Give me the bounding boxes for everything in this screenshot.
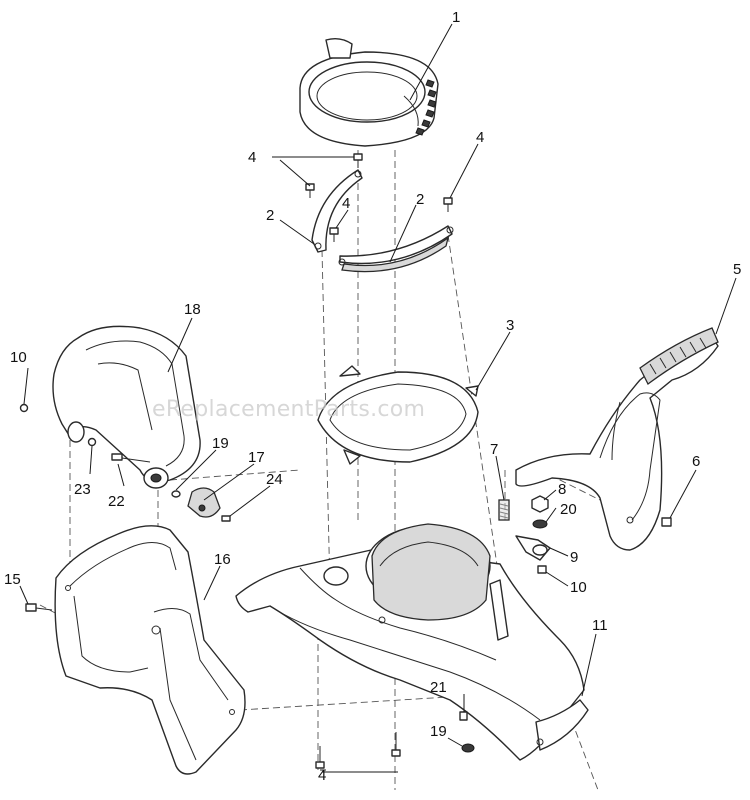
bolt-icon [111,453,151,463]
callout-labels: 1 4 4 2 4 2 3 5 6 7 8 20 9 10 11 10 18 2… [4,9,741,784]
callout-24: 24 [266,471,283,488]
part-11-housing [235,523,589,761]
part-4-screws [305,153,453,769]
callout-16: 16 [214,551,231,568]
callout-23: 23 [74,481,91,498]
callout-15: 15 [4,571,21,588]
deflector-hardware [19,403,231,522]
screw-icon [459,711,468,721]
callout-9: 9 [570,549,578,566]
callout-4-bottom: 4 [318,767,326,784]
screw-icon [19,403,29,413]
callout-19-upper: 19 [212,435,229,452]
callout-7: 7 [490,441,498,458]
callout-4-upper-left: 4 [248,149,256,166]
callout-5: 5 [733,261,741,278]
screw-icon [661,517,672,527]
washer-icon [171,490,181,498]
callout-10-left: 10 [10,349,27,366]
screw-icon [537,565,547,574]
part-5-handle-bracket [515,327,719,551]
callout-10-right: 10 [570,579,587,596]
callout-20: 20 [560,501,577,518]
callout-2-right: 2 [416,191,424,208]
housing-hardware [459,711,475,753]
callout-2-left: 2 [266,207,274,224]
part-2-retainer-left [311,169,363,253]
part-2-retainer-right [338,225,454,273]
ring-gear-teeth [415,79,437,136]
screw-icon [87,437,97,447]
adjustment-hardware [498,495,672,574]
part-16-lower-chute [54,525,246,775]
screw-icon [443,197,453,212]
callout-11: 11 [592,617,608,634]
spring-icon [498,499,510,521]
screw-icon [391,732,401,757]
washer-icon [461,743,475,753]
callout-3: 3 [506,317,514,334]
callout-18: 18 [184,301,201,318]
leader-lines [19,23,737,773]
callout-21: 21 [430,679,447,696]
lever-icon [515,535,551,561]
callout-17: 17 [248,449,265,466]
watermark-text: eReplacementParts.com [152,397,425,422]
callout-4-middle: 4 [342,195,350,212]
washer-icon [532,519,548,529]
part-3-base-ring [317,365,479,465]
callout-6: 6 [692,453,700,470]
screw-icon [353,153,363,168]
screw-icon [221,515,231,522]
handle-grip-ridges [649,337,707,375]
screw-icon [305,183,315,198]
screw-icon [329,227,339,242]
part-1-chute-ring [299,37,439,147]
callout-19-lower: 19 [430,723,447,740]
callout-1: 1 [452,9,460,26]
part-18-upper-deflector [52,325,201,489]
knob-icon [187,487,221,518]
callout-22: 22 [108,493,125,510]
callout-8: 8 [558,481,566,498]
part-15-bolt [25,603,53,612]
screw-icon [315,746,325,769]
callout-4-upper-right: 4 [476,129,484,146]
